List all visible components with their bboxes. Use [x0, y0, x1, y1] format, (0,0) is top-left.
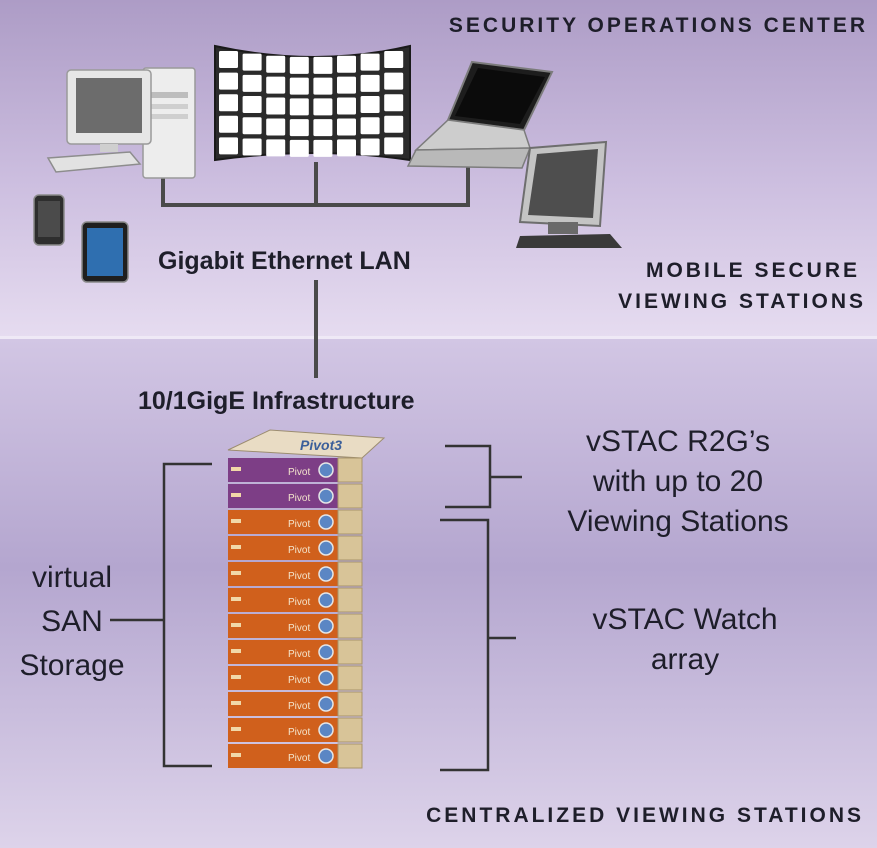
video-wall-screen: [360, 96, 380, 114]
video-wall-screen: [337, 118, 356, 136]
smartphone-icon: [33, 194, 65, 246]
server-unit: Pivot: [228, 509, 363, 535]
video-wall-screen: [337, 97, 356, 115]
server-unit-label: Pivot: [288, 727, 310, 738]
mobile-label-line2: VIEWING STATIONS: [618, 290, 866, 313]
server-unit-label: Pivot: [288, 753, 310, 764]
laptop-icon: [406, 60, 554, 169]
video-wall-screen: [360, 74, 380, 92]
server-unit: Pivot: [228, 561, 363, 587]
server-unit: Pivot: [228, 587, 363, 613]
watch-label: vSTAC Watch array: [560, 600, 810, 680]
san-label: virtual SAN Storage: [6, 556, 138, 688]
video-wall-screen: [219, 72, 238, 90]
video-wall-screen: [266, 118, 286, 136]
watch-label-line1: vSTAC Watch: [592, 603, 778, 636]
server-unit-label: Pivot: [288, 623, 310, 634]
san-label-line1: virtual: [31, 561, 113, 594]
server-unit: Pivot: [228, 535, 363, 561]
video-wall-screen: [242, 117, 262, 135]
stack-brand-label: Pivot3: [300, 437, 342, 453]
video-wall-screen: [313, 119, 333, 137]
video-wall-screen: [289, 139, 309, 157]
server-unit-label: Pivot: [288, 597, 310, 608]
soc-label: SECURITY OPERATIONS CENTER: [448, 14, 868, 37]
server-unit: Pivot: [228, 743, 363, 769]
video-wall-screen: [266, 76, 286, 94]
video-wall-screen: [337, 76, 356, 94]
server-unit: Pivot: [228, 691, 363, 717]
server-unit-label: Pivot: [288, 493, 310, 504]
video-wall-screen: [242, 138, 262, 156]
video-wall-screen: [360, 117, 380, 135]
r2g-label: vSTAC R2G’s with up to 20 Viewing Statio…: [538, 422, 818, 542]
section-divider: [0, 336, 877, 339]
video-wall-screen: [337, 55, 356, 73]
bracket-lines: [110, 444, 522, 772]
centralized-label: CENTRALIZED VIEWING STATIONS: [426, 804, 864, 827]
video-wall-screen: [313, 139, 333, 157]
video-wall-screen: [266, 97, 286, 115]
video-wall-screen: [289, 119, 309, 137]
server-unit: Pivot: [228, 639, 363, 665]
video-wall-screen: [242, 74, 262, 92]
r2g-label-line2: with up to 20: [592, 465, 764, 498]
san-label-line3: Storage: [19, 649, 125, 682]
centralized-background: [0, 338, 877, 848]
r2g-label-line3: Viewing Stations: [567, 505, 789, 538]
watch-label-line2: array: [650, 643, 720, 676]
video-wall-screen: [313, 77, 333, 95]
video-wall-screen: [266, 139, 286, 157]
server-unit: Pivot: [228, 483, 363, 509]
video-wall-screen: [289, 77, 309, 95]
server-unit-label: Pivot: [288, 519, 310, 530]
video-wall-screen: [242, 96, 262, 114]
server-unit: Pivot: [228, 665, 363, 691]
server-unit-label: Pivot: [288, 701, 310, 712]
video-wall-screen: [384, 51, 404, 68]
server-stack-icon: Pivot3 PivotPivotPivotPivotPivotPivotPiv…: [227, 429, 386, 769]
network-lines: [161, 160, 470, 378]
video-wall-screen: [219, 115, 238, 133]
video-wall-screen: [360, 138, 380, 156]
video-wall-screen: [219, 94, 238, 112]
r2g-label-line1: vSTAC R2G’s: [586, 425, 770, 458]
server-unit-label: Pivot: [288, 675, 310, 686]
video-wall-screen: [384, 115, 404, 133]
video-wall-screen: [266, 55, 286, 73]
tablet-icon: [81, 221, 129, 283]
server-unit-label: Pivot: [288, 649, 310, 660]
monitor-icon: [516, 140, 622, 248]
video-wall-screen: [384, 72, 404, 90]
video-wall-screen: [289, 98, 309, 116]
video-wall-screen: [313, 98, 333, 116]
server-unit: Pivot: [228, 613, 363, 639]
video-wall-screen: [384, 137, 404, 155]
video-wall-screen: [289, 56, 309, 74]
video-wall-screen: [219, 51, 238, 68]
server-unit: Pivot: [228, 457, 363, 483]
video-wall-screen: [219, 137, 238, 155]
video-wall-icon: [214, 44, 411, 162]
server-unit-label: Pivot: [288, 467, 310, 478]
server-unit: Pivot: [228, 717, 363, 743]
video-wall-screen: [337, 139, 356, 157]
video-wall-screen: [384, 94, 404, 112]
video-wall-screen: [242, 53, 262, 71]
server-unit-label: Pivot: [288, 571, 310, 582]
desktop-computer-icon: [46, 67, 196, 179]
san-label-line2: SAN: [41, 605, 103, 638]
video-wall-screen: [360, 53, 380, 71]
infra-label: 10/1GigE Infrastructure: [138, 387, 415, 415]
lan-label: Gigabit Ethernet LAN: [158, 247, 411, 275]
video-wall-screen: [313, 56, 333, 74]
mobile-label-line1: MOBILE SECURE: [645, 259, 860, 282]
server-unit-label: Pivot: [288, 545, 310, 556]
